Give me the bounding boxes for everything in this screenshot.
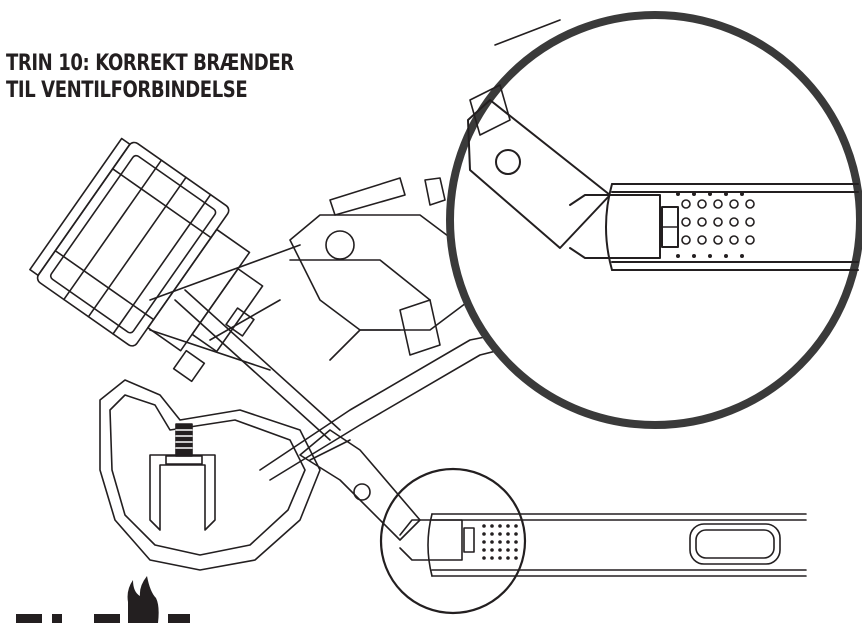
burner-air-holes-small xyxy=(482,524,518,560)
burner-air-holes-large-dots xyxy=(676,192,744,258)
burner-air-holes-large xyxy=(681,199,755,245)
step-title-line-1: TRIN 10: KORREKT BRÆNDER xyxy=(6,51,294,76)
mounting-bolt xyxy=(149,423,216,531)
control-knob-housing xyxy=(29,137,264,353)
step-title: TRIN 10: KORREKT BRÆNDER TIL VENTILFORBI… xyxy=(6,50,294,104)
burner-tube xyxy=(427,513,807,577)
flame-logo-icon xyxy=(16,576,190,623)
large-detail-circle xyxy=(446,11,862,429)
step-title-line-2: TIL VENTILFORBINDELSE xyxy=(6,78,248,103)
small-detail-circle xyxy=(379,467,527,615)
valve-shaft xyxy=(149,244,341,441)
grill-valve-assembly xyxy=(29,137,521,571)
